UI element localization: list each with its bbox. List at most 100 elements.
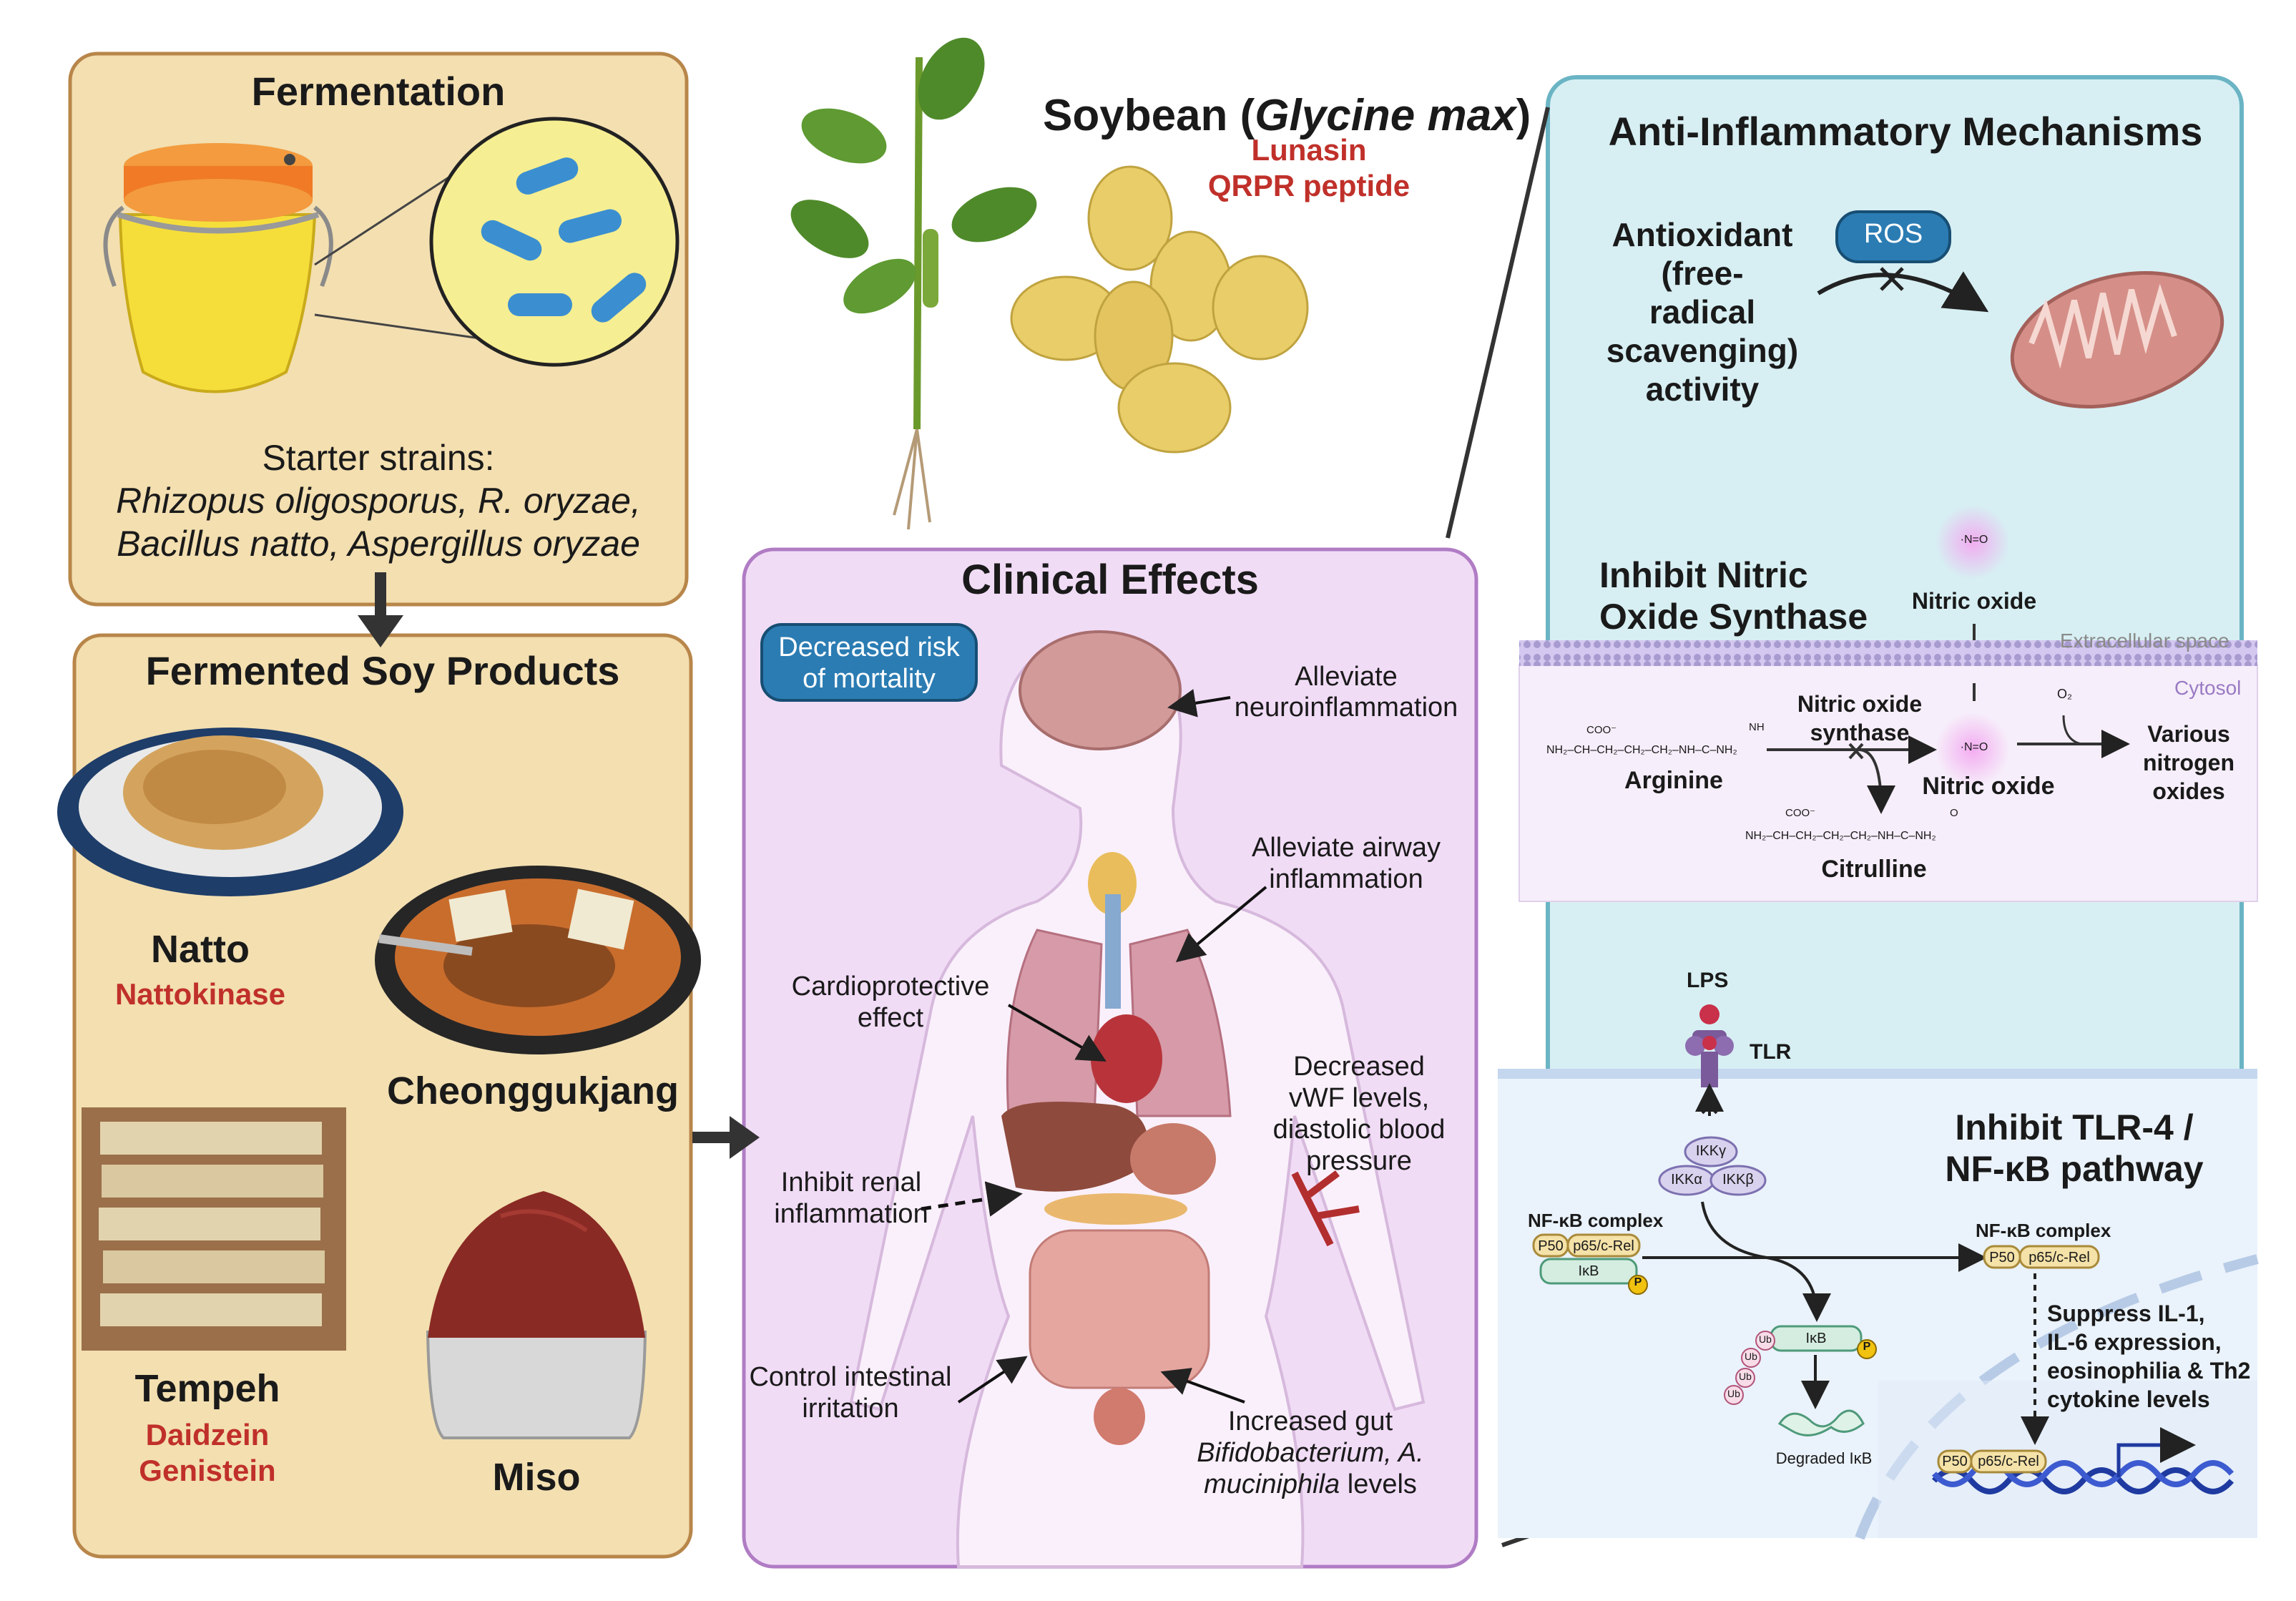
citrulline-label: Citrulline <box>1821 856 1927 883</box>
intestinal-line-2: irritation <box>802 1394 899 1424</box>
brain <box>1019 630 1182 750</box>
citrulline-formula: NH₂–CH–CH₂–CH₂–CH₂–NH–C–NH₂ <box>1745 830 1936 842</box>
nucleus-membrane <box>1855 1254 2259 1540</box>
arginine-nh: NH <box>1749 721 1765 733</box>
ub-1: Ub <box>1759 1333 1772 1345</box>
antioxidant-line-5: activity <box>1645 371 1760 408</box>
pancreas <box>1044 1193 1187 1225</box>
bladder <box>1094 1388 1145 1445</box>
degraded-ikb <box>1777 1409 1865 1436</box>
nos-title-line-1: Inhibit Nitric <box>1599 555 1808 595</box>
strains-line-1: Rhizopus oligosporus, R. oryzae, <box>116 481 641 521</box>
p65-right: p65/c-Rel <box>2028 1250 2090 1265</box>
stomach <box>1130 1123 1216 1195</box>
nos-enzyme-line-2: synthase <box>1810 720 1910 745</box>
mitochondrion-illustration <box>2010 271 2224 408</box>
strains-line-2: Bacillus natto, Aspergillus oryzae <box>117 524 640 564</box>
antioxidant-line-3: radical <box>1649 293 1756 331</box>
arginine-formula: NH₂–CH–CH₂–CH₂–CH₂–NH–C–NH₂ <box>1546 744 1737 756</box>
oxygen-label: O₂ <box>2057 687 2072 701</box>
ikk-beta-label: IKKβ <box>1722 1172 1754 1188</box>
tlr-receptor <box>1685 1030 1734 1087</box>
cardio-line-2: effect <box>857 1003 924 1033</box>
neuro-line-2: neuroinflammation <box>1234 692 1458 723</box>
tlr-label: TLR <box>1750 1040 1792 1064</box>
thyroid <box>1088 852 1137 915</box>
bucket-illustration <box>103 143 333 393</box>
lunasin-label: Lunasin <box>1251 133 1367 167</box>
renal-line-1: Inhibit renal <box>780 1167 922 1198</box>
miso-label: Miso <box>492 1456 581 1499</box>
suppress-line-4: cytokine levels <box>2047 1386 2210 1412</box>
liver <box>1001 1102 1148 1192</box>
cheonggukjang-label: Cheonggukjang <box>387 1069 679 1112</box>
daidzein-label: Daidzein <box>145 1418 270 1451</box>
nitric-oxide-top-label: Nitric oxide <box>1911 588 2037 614</box>
gut-line-2: Bifidobacterium, A. <box>1197 1438 1424 1468</box>
lps-label: LPS <box>1687 969 1729 992</box>
ub-2: Ub <box>1745 1351 1757 1362</box>
degraded-ikb-label: Degraded IκB <box>1775 1449 1873 1467</box>
nfkb-complex-left-label: NF-κB complex <box>1528 1210 1664 1231</box>
nattokinase-label: Nattokinase <box>114 977 286 1011</box>
ub-4: Ub <box>1727 1388 1740 1399</box>
fermentation-title: Fermentation <box>251 69 506 114</box>
citrulline-o: O <box>1950 807 1958 819</box>
ikk-alpha-label: IKKα <box>1671 1172 1702 1188</box>
ros-badge <box>1835 210 1951 263</box>
ikk-complex <box>1658 1136 1767 1196</box>
mortality-line-1: Decreased risk <box>778 632 960 662</box>
airway-line-1: Alleviate airway <box>1252 833 1441 863</box>
cardio-line-1: Cardioprotective <box>791 971 990 1002</box>
nfkb-on-dna <box>1937 1449 2047 1474</box>
starter-strains-label: Starter strains: <box>262 438 495 478</box>
nos-enzyme-line-1: Nitric oxide <box>1797 691 1923 717</box>
gut-line-1: Increased gut <box>1227 1406 1393 1436</box>
nfkb-complex-right-label: NF-κB complex <box>1976 1220 2111 1241</box>
soybean-seeds <box>1010 165 1309 454</box>
products-title: Fermented Soy Products <box>145 648 620 693</box>
clinical-title: Clinical Effects <box>961 557 1259 603</box>
no-symbol-product: ·N=O <box>1960 741 1988 753</box>
nos-title-line-2: Oxide Synthase <box>1599 597 1868 637</box>
gut-line-3: muciniphila levels <box>1204 1469 1417 1499</box>
tempeh-stack <box>82 1107 346 1351</box>
vwf-line-1: Decreased <box>1293 1052 1425 1082</box>
p65-dna: p65/c-Rel <box>1978 1454 2039 1469</box>
citrulline-coo: COO⁻ <box>1785 807 1816 819</box>
mortality-line-2: of mortality <box>803 664 936 694</box>
vwf-line-2: vWF levels, <box>1288 1083 1430 1113</box>
miso-bowl <box>426 1191 647 1439</box>
various-line-1: Various <box>2147 721 2230 747</box>
airway-line-2: inflammation <box>1269 864 1423 894</box>
lps-molecule <box>1699 1004 1719 1024</box>
vwf-line-3: diastolic blood <box>1272 1115 1446 1145</box>
various-line-2: nitrogen <box>2143 750 2234 775</box>
natto-label: Natto <box>151 928 250 971</box>
mortality-badge <box>760 623 978 702</box>
soybean-plant <box>790 37 1037 530</box>
vwf-line-4: pressure <box>1306 1146 1412 1176</box>
ikk-gamma-label: IKKγ <box>1695 1143 1727 1159</box>
p50-dna: P50 <box>1942 1454 1968 1469</box>
p50-left: P50 <box>1538 1238 1564 1254</box>
human-body-illustration <box>849 630 1426 1568</box>
suppress-line-2: IL-6 expression, <box>2047 1329 2222 1355</box>
natto-dish <box>57 728 403 896</box>
ikb-center: IκB <box>1805 1331 1827 1346</box>
nitric-oxide-product-label: Nitric oxide <box>1922 773 2055 800</box>
ikb-ubiquitinated <box>1724 1325 1877 1405</box>
intestinal-line-1: Control intestinal <box>749 1362 952 1392</box>
nfkb-complex-left <box>1532 1233 1648 1295</box>
antioxidant-line-2: (free- <box>1661 255 1744 292</box>
arginine-label: Arginine <box>1624 767 1723 794</box>
genistein-label: Genistein <box>139 1454 276 1487</box>
antioxidant-line-1: Antioxidant <box>1611 216 1793 253</box>
p65-left: p65/c-Rel <box>1573 1238 1634 1254</box>
suppress-line-3: eosinophilia & Th2 <box>2047 1358 2251 1384</box>
cytosol-label: Cytosol <box>2174 677 2242 699</box>
tlr-title-line-1: Inhibit TLR-4 / <box>1955 1107 2194 1147</box>
mechanisms-title: Anti-Inflammatory Mechanisms <box>1608 109 2203 154</box>
arginine-coo: COO⁻ <box>1586 724 1617 736</box>
